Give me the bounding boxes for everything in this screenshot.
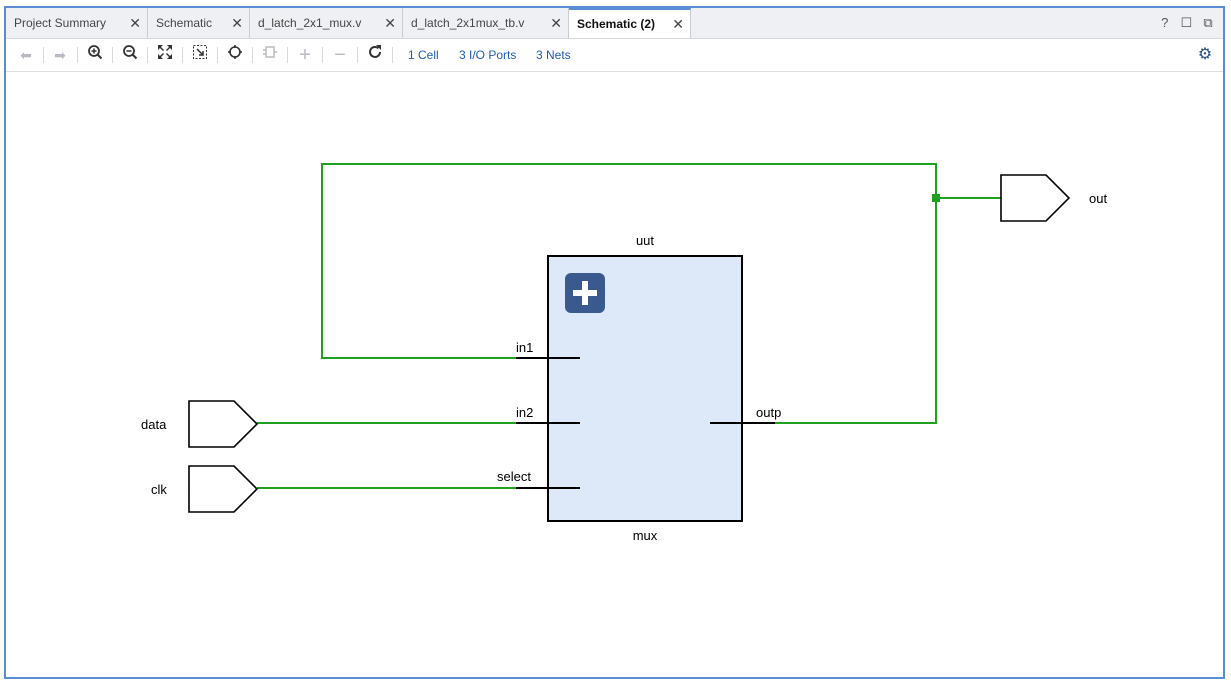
toolbar-separator xyxy=(182,47,183,63)
close-icon[interactable]: ✕ xyxy=(129,15,141,31)
zoom-fit-selection-icon[interactable] xyxy=(188,43,212,67)
pin-select-label: select xyxy=(497,469,531,484)
schematic-toolbar: ⬅ ➡ + − 1 xyxy=(6,39,1223,72)
window-controls: ? ☐ ⧉ xyxy=(1156,8,1217,38)
tab-d-latch-2x1-mux-v[interactable]: d_latch_2x1_mux.v ✕ xyxy=(250,8,403,38)
toolbar-separator xyxy=(322,47,323,63)
port-data-label: data xyxy=(141,417,167,432)
toolbar-separator xyxy=(112,47,113,63)
tab-project-summary[interactable]: Project Summary ✕ xyxy=(6,8,148,38)
tab-label: Schematic (2) xyxy=(577,17,656,31)
expand-icon[interactable]: + xyxy=(299,44,311,66)
float-icon[interactable]: ⧉ xyxy=(1203,15,1213,30)
cell-icon[interactable] xyxy=(258,43,282,67)
toolbar-separator xyxy=(77,47,78,63)
toolbar-separator xyxy=(392,47,393,63)
pin-outp-label: outp xyxy=(756,405,781,420)
toolbar-separator xyxy=(357,47,358,63)
crosshair-icon[interactable] xyxy=(223,43,247,67)
net-out[interactable] xyxy=(775,197,1001,424)
toolbar-separator xyxy=(287,47,288,63)
tab-schematic-2[interactable]: Schematic (2) ✕ xyxy=(569,8,691,38)
close-icon[interactable]: ✕ xyxy=(672,16,684,32)
tab-label: d_latch_2x1mux_tb.v xyxy=(411,16,525,30)
tab-schematic[interactable]: Schematic ✕ xyxy=(148,8,250,38)
close-icon[interactable]: ✕ xyxy=(384,15,396,31)
collapse-icon[interactable]: − xyxy=(334,44,346,66)
schematic-window: Project Summary ✕ Schematic ✕ d_latch_2x… xyxy=(4,6,1225,679)
pin-in2-label: in2 xyxy=(516,405,533,420)
toolbar-separator xyxy=(147,47,148,63)
tab-label: Project Summary xyxy=(14,16,107,30)
help-icon[interactable]: ? xyxy=(1161,15,1169,30)
toolbar-separator xyxy=(252,47,253,63)
tab-d-latch-2x1mux-tb-v[interactable]: d_latch_2x1mux_tb.v ✕ xyxy=(403,8,569,38)
port-clk-label: clk xyxy=(151,482,167,497)
fit-view-icon[interactable] xyxy=(153,43,177,67)
port-out[interactable] xyxy=(1000,174,1071,222)
pin-in1-label: in1 xyxy=(516,340,533,355)
net-out-feedback[interactable] xyxy=(321,163,937,359)
nets-link[interactable]: 3 Nets xyxy=(536,48,571,62)
port-data[interactable] xyxy=(188,400,259,448)
io-ports-link[interactable]: 3 I/O Ports xyxy=(459,48,517,62)
toolbar-separator xyxy=(217,47,218,63)
zoom-out-icon[interactable] xyxy=(118,43,142,67)
port-clk[interactable] xyxy=(188,465,259,513)
close-icon[interactable]: ✕ xyxy=(550,15,562,31)
refresh-icon[interactable] xyxy=(363,43,387,67)
expand-cell-button[interactable] xyxy=(565,273,605,313)
instance-name-label: uut xyxy=(636,233,654,248)
close-icon[interactable]: ✕ xyxy=(231,15,243,31)
port-out-label: out xyxy=(1089,191,1107,206)
net-junction xyxy=(932,194,940,202)
cell-type-label: mux xyxy=(633,528,658,543)
zoom-in-icon[interactable] xyxy=(83,43,107,67)
plus-icon xyxy=(573,290,597,296)
cells-link[interactable]: 1 Cell xyxy=(408,48,439,62)
tab-label: Schematic xyxy=(156,16,213,30)
toolbar-separator xyxy=(43,47,44,63)
back-arrow-icon[interactable]: ⬅ xyxy=(20,47,32,63)
gear-icon[interactable]: ⚙ xyxy=(1197,46,1213,63)
tab-bar: Project Summary ✕ Schematic ✕ d_latch_2x… xyxy=(6,8,1223,39)
forward-arrow-icon[interactable]: ➡ xyxy=(54,47,66,63)
maximize-icon[interactable]: ☐ xyxy=(1180,15,1193,30)
tab-label: d_latch_2x1_mux.v xyxy=(258,16,362,30)
